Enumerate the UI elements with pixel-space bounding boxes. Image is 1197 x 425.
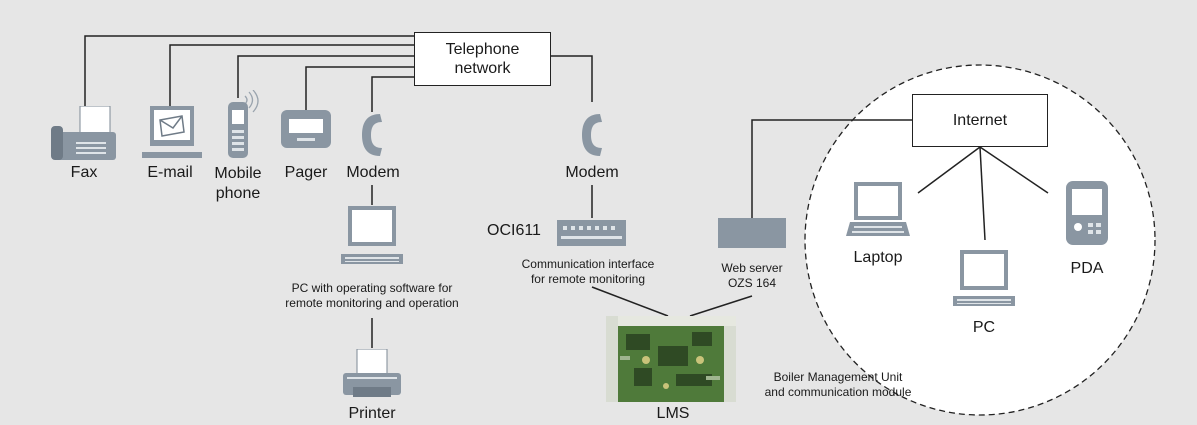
pager-icon [281,110,331,148]
line-pager [305,66,414,110]
line-fax [84,35,414,108]
pc-software-icon [341,206,403,264]
line-internet-pda [979,146,1049,194]
line-server-internet [751,119,912,218]
laptop-icon [846,182,910,236]
web-server-label: Web server OZS 164 [721,261,783,290]
line-mobile [237,55,414,98]
mobile-phone-icon [228,90,259,158]
line-internet-laptop [917,146,981,194]
line-server-lms [689,295,753,317]
pc-icon [953,250,1015,306]
fax-icon [51,106,116,160]
pc-label: PC [972,319,996,336]
email-computer-icon [142,106,202,158]
web-server-icon [718,218,786,248]
modem-right-handset-icon [582,114,602,156]
modem-left-label: Modem [346,164,400,181]
pc-operating-label: PC with operating software for remote mo… [285,281,459,310]
comm-interface-label: Communication interface for remote monit… [521,257,655,286]
pager-label: Pager [284,164,328,181]
line-modem-left [371,76,414,112]
email-label: E-mail [147,164,193,181]
line-oci-lms [591,286,669,317]
fax-label: Fax [70,164,98,181]
lms-label: LMS [656,405,690,422]
mobile-phone-label: Mobile phone [214,165,262,202]
modem-right-label: Modem [565,164,619,181]
modem-left-handset-icon [362,114,382,156]
telephone-network-box: Telephone network [414,32,551,86]
printer-icon [343,349,401,397]
line-modem-right [551,55,593,102]
oci611-label: OCI611 [487,222,541,239]
printer-label: Printer [348,405,396,422]
laptop-label: Laptop [853,249,903,266]
line-internet-pc [979,146,986,241]
line-email [169,44,414,108]
boiler-unit-label: Boiler Management Unit and communication… [764,370,912,399]
oci611-device-icon [557,220,626,246]
pda-label: PDA [1070,260,1104,277]
lms-board-icon [606,316,736,402]
internet-box: Internet [912,94,1048,147]
pda-icon [1066,181,1108,245]
internet-cloud [804,64,1156,416]
